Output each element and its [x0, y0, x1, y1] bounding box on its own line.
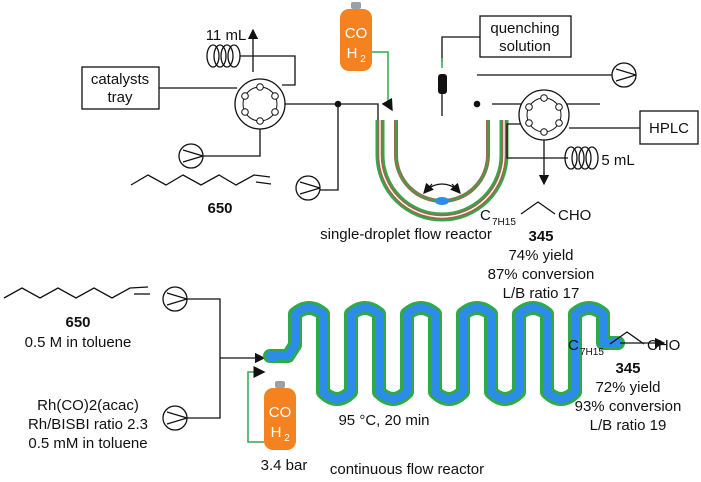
- hplc-box: [639, 110, 699, 145]
- catalysts-tray-line1: catalysts: [91, 71, 149, 88]
- svg-text:HPLC: HPLC: [649, 120, 689, 137]
- gas-pressure: 3.4 bar: [261, 457, 308, 474]
- gas-cylinder-top: CO H 2: [340, 2, 372, 71]
- result-lb-bottom: L/B ratio 19: [590, 417, 667, 434]
- svg-text:H: H: [271, 424, 282, 441]
- result-conversion-bottom: 93% conversion: [575, 398, 682, 415]
- continuous-reactor-caption: continuous flow reactor: [330, 461, 484, 478]
- gas-cylinder-bottom: CO H 2: [264, 381, 296, 450]
- svg-text:H: H: [347, 45, 358, 62]
- svg-text:C: C: [568, 337, 579, 354]
- check-valve: [438, 74, 447, 94]
- reaction-conditions: 95 °C, 20 min: [338, 412, 429, 429]
- svg-text:C: C: [480, 207, 491, 224]
- sample-loop-coil-2: [564, 146, 599, 170]
- result-yield-top: 74% yield: [508, 247, 573, 264]
- svg-text:5 mL: 5 mL: [601, 152, 634, 169]
- quenching-solution-box: [479, 15, 572, 58]
- six-port-valve-1: [234, 78, 286, 130]
- result-conversion-top: 87% conversion: [488, 266, 595, 283]
- continuous-flow-reactor: [263, 301, 625, 406]
- catalyst-line-3: 0.5 mM in toluene: [28, 435, 147, 452]
- product-number-top: 345: [528, 228, 553, 245]
- loop-volume-label-1: 11 mL: [206, 27, 247, 44]
- catalyst-line-2: Rh/BISBI ratio 2.3: [28, 416, 148, 433]
- result-lb-top: L/B ratio 17: [503, 285, 580, 302]
- substrate-concentration: 0.5 M in toluene: [25, 334, 132, 351]
- svg-text:CO: CO: [345, 25, 368, 42]
- syringe-pump-3: [611, 62, 637, 88]
- syringe-pump-5: [162, 405, 188, 431]
- substrate-number-bottom: 650: [65, 314, 90, 331]
- syringe-pump-1: [178, 143, 204, 169]
- single-droplet-reactor: [375, 120, 509, 222]
- svg-text:CO: CO: [269, 404, 292, 421]
- catalysts-tray-box: [81, 66, 160, 110]
- catalysts-tray-line2: tray: [107, 89, 133, 106]
- sample-loop-coil-1: [206, 44, 241, 68]
- svg-text:quenching: quenching: [490, 20, 559, 37]
- syringe-pump-2: [295, 175, 321, 201]
- product-structure-top: C 7H15 CHO: [480, 201, 591, 228]
- catalyst-line-1: Rh(CO)2(acac): [37, 397, 139, 414]
- result-yield-bottom: 72% yield: [595, 379, 660, 396]
- substrate-number-top: 650: [207, 200, 232, 217]
- product-structure-bottom: C 7H15 CHO: [568, 331, 680, 358]
- octene-structure-top: [130, 174, 271, 186]
- syringe-pump-4: [162, 286, 188, 312]
- svg-text:solution: solution: [499, 38, 551, 55]
- svg-text:2: 2: [284, 433, 290, 444]
- product-number-bottom: 345: [615, 360, 640, 377]
- six-port-valve-2: [518, 89, 570, 141]
- droplet-reactor-caption: single-droplet flow reactor: [320, 226, 492, 243]
- svg-text:7H15: 7H15: [492, 217, 516, 228]
- octene-structure-bottom: [3, 286, 149, 299]
- svg-text:7H15: 7H15: [580, 347, 604, 358]
- svg-text:CHO: CHO: [558, 207, 591, 224]
- svg-text:2: 2: [360, 54, 366, 65]
- svg-text:CHO: CHO: [647, 337, 680, 354]
